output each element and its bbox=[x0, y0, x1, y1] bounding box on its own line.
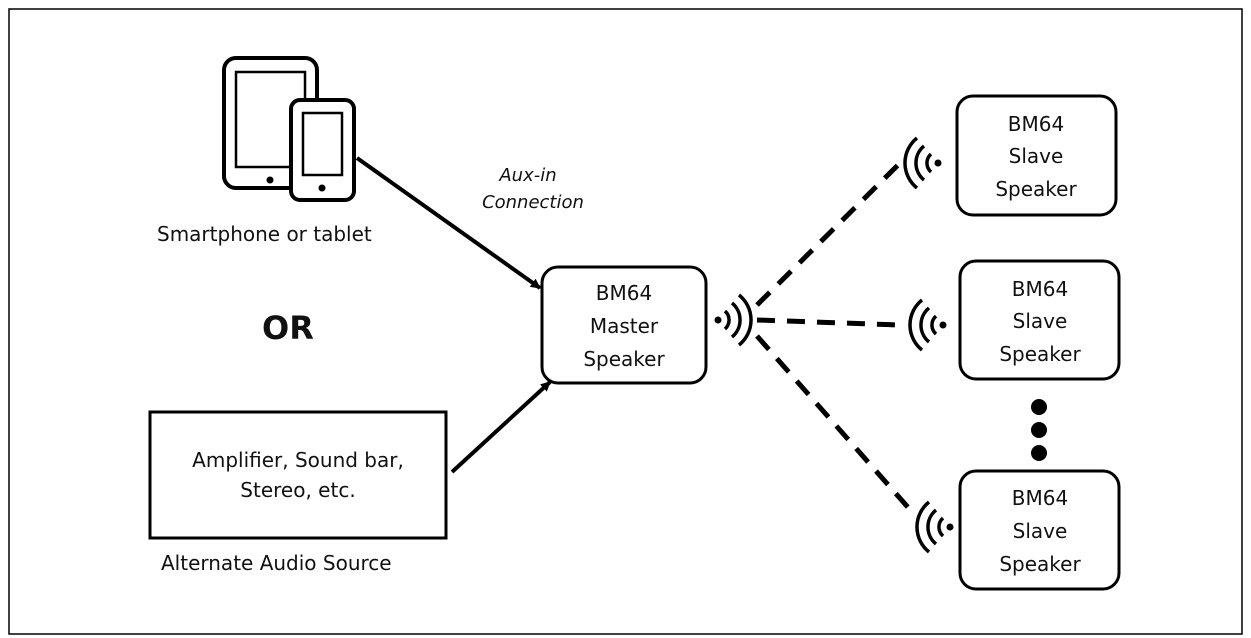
master-speaker-line-2: Master bbox=[590, 314, 659, 338]
slave-speaker-2-line-3: Speaker bbox=[999, 342, 1081, 366]
slave-speaker-3-line-1: BM64 bbox=[1012, 486, 1068, 510]
tablet-phone-icon bbox=[222, 56, 356, 202]
master-speaker-box bbox=[540, 265, 708, 385]
device-label: Smartphone or tablet bbox=[157, 222, 372, 246]
slave-speaker-2-line-1: BM64 bbox=[1012, 277, 1068, 301]
alternate-source-box bbox=[148, 410, 448, 540]
slave-speaker-1-line-2: Slave bbox=[1009, 144, 1064, 168]
wireless-signal-icon bbox=[908, 298, 947, 352]
slave-speaker-box bbox=[958, 259, 1121, 381]
slave-speaker-3-line-2: Slave bbox=[1013, 519, 1068, 543]
slave-speaker-box bbox=[958, 469, 1121, 591]
slave-speaker-3-line-3: Speaker bbox=[999, 552, 1081, 576]
slave-speaker-box bbox=[955, 94, 1118, 217]
master-speaker-line-1: BM64 bbox=[596, 281, 652, 305]
connection-label-line-2: Connection bbox=[482, 192, 584, 213]
master-speaker-line-3: Speaker bbox=[583, 347, 665, 371]
arrow-device-to-master bbox=[355, 156, 542, 290]
alternate-source-line-2: Stereo, etc. bbox=[240, 478, 355, 502]
wireless-signal-icon bbox=[915, 500, 954, 554]
wireless-signal-icon bbox=[714, 293, 753, 347]
slave-speaker-1-line-1: BM64 bbox=[1008, 112, 1064, 136]
wireless-link-slave-1 bbox=[755, 161, 902, 307]
connection-label-line-1: Aux-in bbox=[498, 165, 556, 186]
arrow-source-to-master bbox=[450, 380, 552, 474]
or-label: OR bbox=[262, 309, 314, 347]
slave-speaker-2-line-2: Slave bbox=[1013, 309, 1068, 333]
wireless-link-slave-3 bbox=[755, 334, 915, 515]
vertical-ellipsis-icon bbox=[1031, 399, 1047, 461]
diagram-border bbox=[8, 8, 1243, 635]
alternate-source-line-1: Amplifier, Sound bar, bbox=[192, 448, 404, 472]
wireless-signal-icon bbox=[903, 136, 942, 190]
slave-speaker-1-line-3: Speaker bbox=[995, 177, 1077, 201]
alternate-source-caption: Alternate Audio Source bbox=[161, 551, 392, 575]
wireless-link-slave-2 bbox=[756, 317, 901, 328]
